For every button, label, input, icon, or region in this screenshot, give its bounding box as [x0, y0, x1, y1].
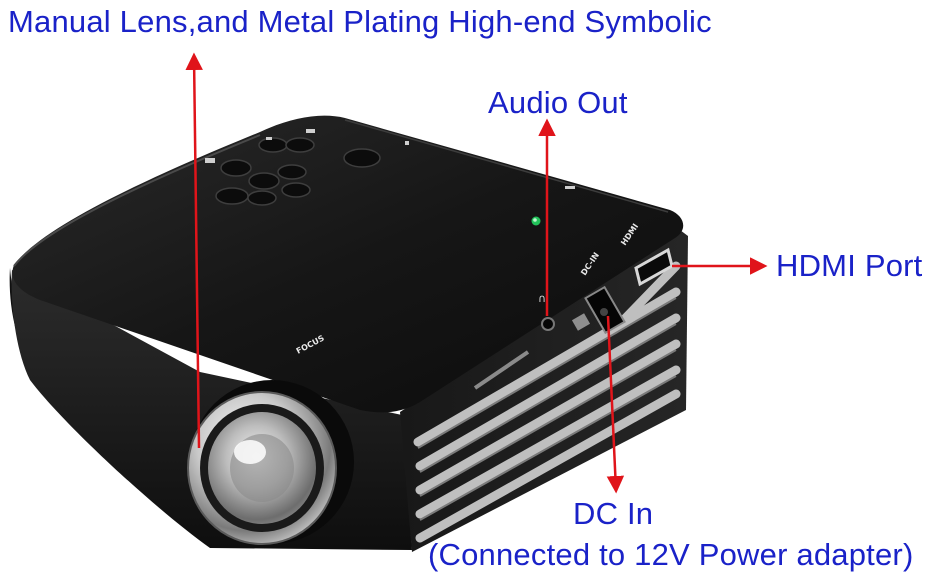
nav-center-button [247, 190, 277, 206]
dc-arrow [606, 315, 625, 494]
nav-up-button [277, 164, 307, 180]
exit-button [285, 137, 315, 153]
menu-button [258, 137, 288, 153]
menu-mark-icon [266, 137, 272, 140]
button-markings [205, 129, 575, 189]
audio-jack: ∩ [538, 292, 555, 331]
dc-in-note: (Connected to 12V Power adapter) [428, 537, 914, 572]
switch-slot [571, 313, 591, 331]
exit-mark-icon [306, 129, 315, 133]
nav-left-button [220, 159, 252, 177]
dc-in-callout: DC In [573, 496, 654, 531]
power-symbol-icon [205, 158, 215, 163]
lens-arrow [185, 52, 203, 449]
dc-in-port [584, 285, 626, 335]
input-mark-icon [565, 186, 575, 189]
control-buttons [215, 137, 381, 206]
lens-assembly [187, 380, 354, 545]
hdmi-port-callout: HDMI Port [776, 248, 923, 283]
callout-arrows [185, 52, 768, 494]
ir-mark-icon [405, 141, 409, 145]
nav-right-button [281, 182, 311, 198]
power-button [343, 148, 381, 168]
audio-out-callout: Audio Out [488, 85, 628, 120]
nav-ok-button [248, 172, 280, 190]
headphone-icon: ∩ [538, 292, 546, 305]
side-vents [413, 261, 681, 543]
nav-down-button [215, 187, 249, 205]
lens-callout: Manual Lens,and Metal Plating High-end S… [8, 4, 712, 39]
